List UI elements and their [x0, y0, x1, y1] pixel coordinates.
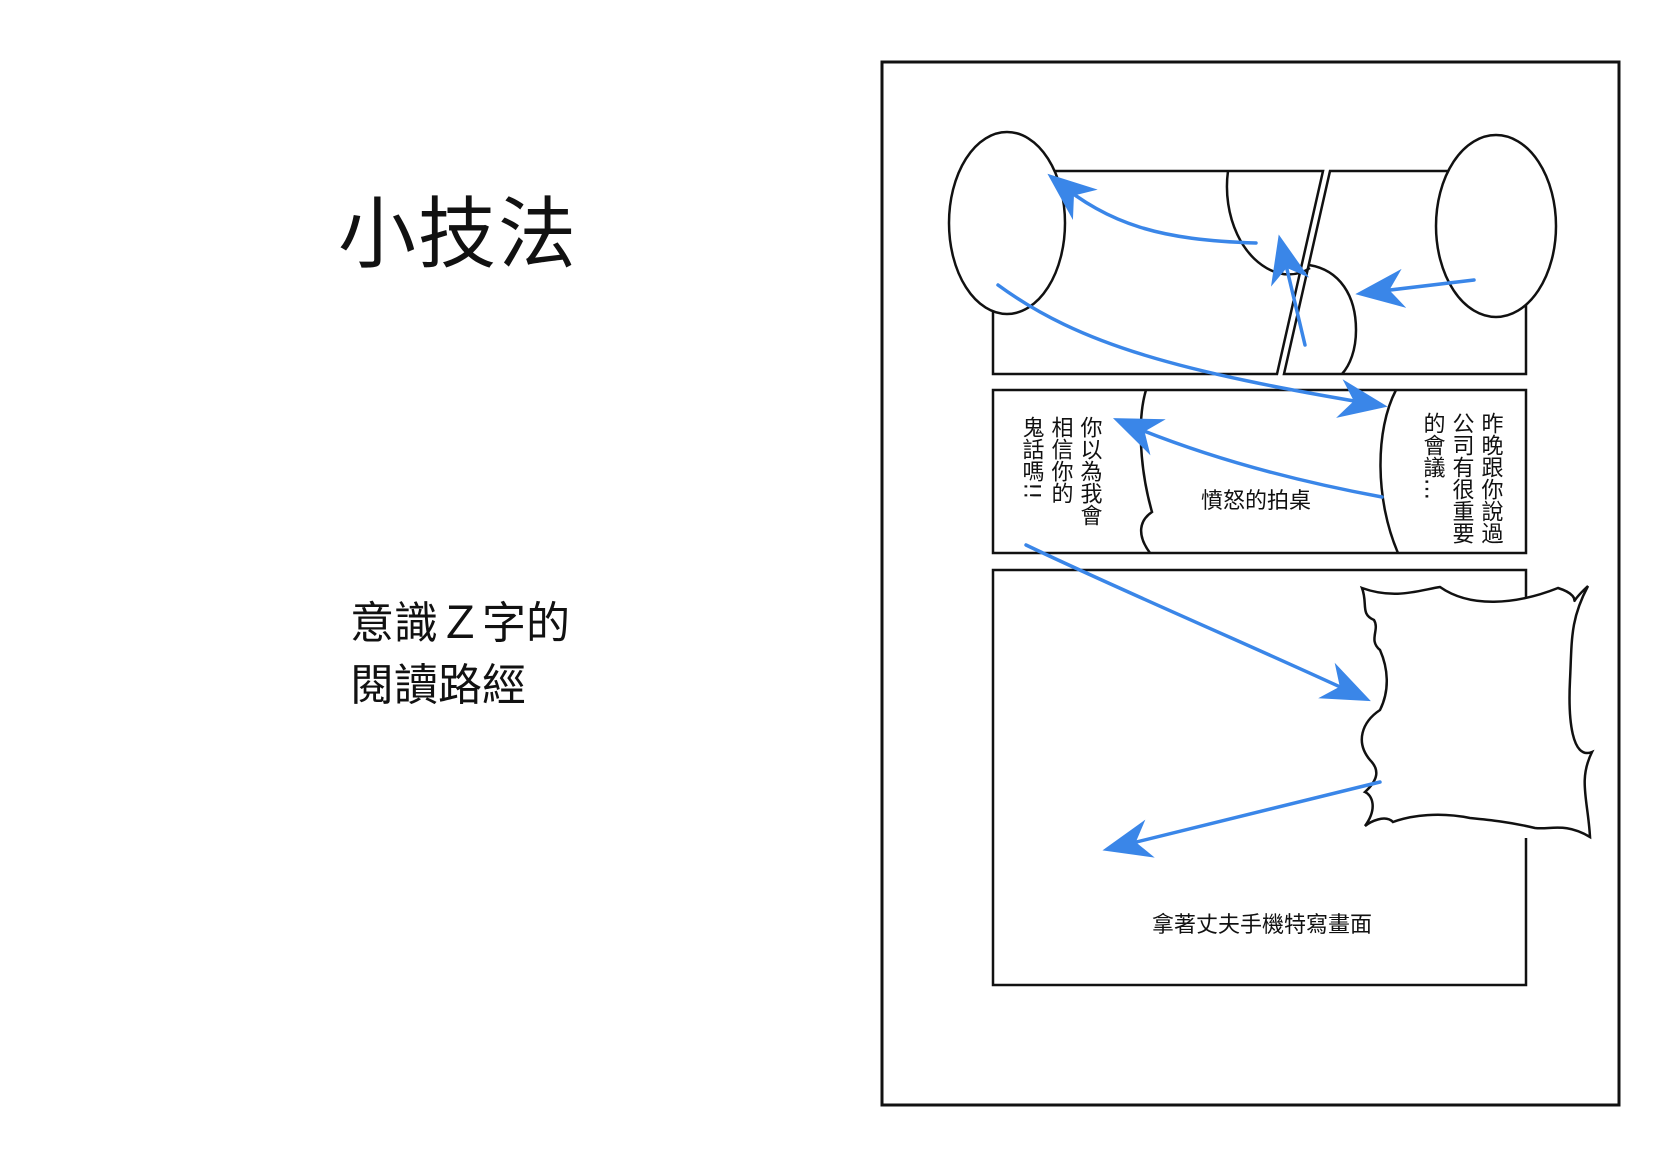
page-title: 小技法	[338, 190, 579, 280]
arrow-5	[1112, 418, 1384, 499]
bubble-right-text: 昨晚跟你說過 公司有很重要 的會議…	[1420, 412, 1504, 544]
bubble-right-col2: 公司有很重要	[1449, 412, 1475, 544]
arrow-2	[1270, 234, 1310, 347]
subtitle: 意識Ｚ字的 閱讀路經	[350, 593, 570, 717]
speech-bubble-4	[1434, 133, 1558, 319]
panel-2-left-curve	[1139, 389, 1154, 554]
panel-3	[991, 568, 1595, 987]
bubble-right-col3: 的會議…	[1420, 412, 1446, 500]
arrow-7	[1102, 780, 1382, 858]
bubble-left-col1: 你以為我會	[1077, 416, 1103, 526]
arrow-6	[1024, 543, 1371, 702]
page-frame	[880, 60, 1621, 1107]
panel-1	[947, 130, 1558, 376]
bubble-left-col3: 鬼話嗎!!	[1019, 416, 1045, 500]
panel-2-caption: 憤怒的拍桌	[1201, 489, 1311, 514]
subtitle-line2: 閱讀路經	[350, 660, 526, 711]
bubble-left-col2: 相信你的	[1048, 416, 1074, 504]
subtitle-line1: 意識Ｚ字的	[350, 598, 570, 649]
bubble-left-text: 你以為我會 相信你的 鬼話嗎!!	[1019, 416, 1103, 526]
panel-2-frame	[991, 388, 1528, 555]
speech-bubble-1	[947, 130, 1067, 316]
panel-3-caption: 拿著丈夫手機特寫畫面	[1152, 912, 1372, 938]
burst-shape	[1359, 585, 1595, 840]
panel-2	[991, 388, 1528, 555]
arrow-4	[996, 283, 1388, 418]
speech-bubble-3	[1308, 263, 1358, 375]
arrow-1	[1047, 173, 1258, 245]
bubble-right-col1: 昨晚跟你說過	[1478, 412, 1504, 544]
reading-path	[996, 173, 1476, 858]
arrow-3	[1355, 268, 1476, 308]
panel-2-right-curve	[1379, 389, 1400, 554]
